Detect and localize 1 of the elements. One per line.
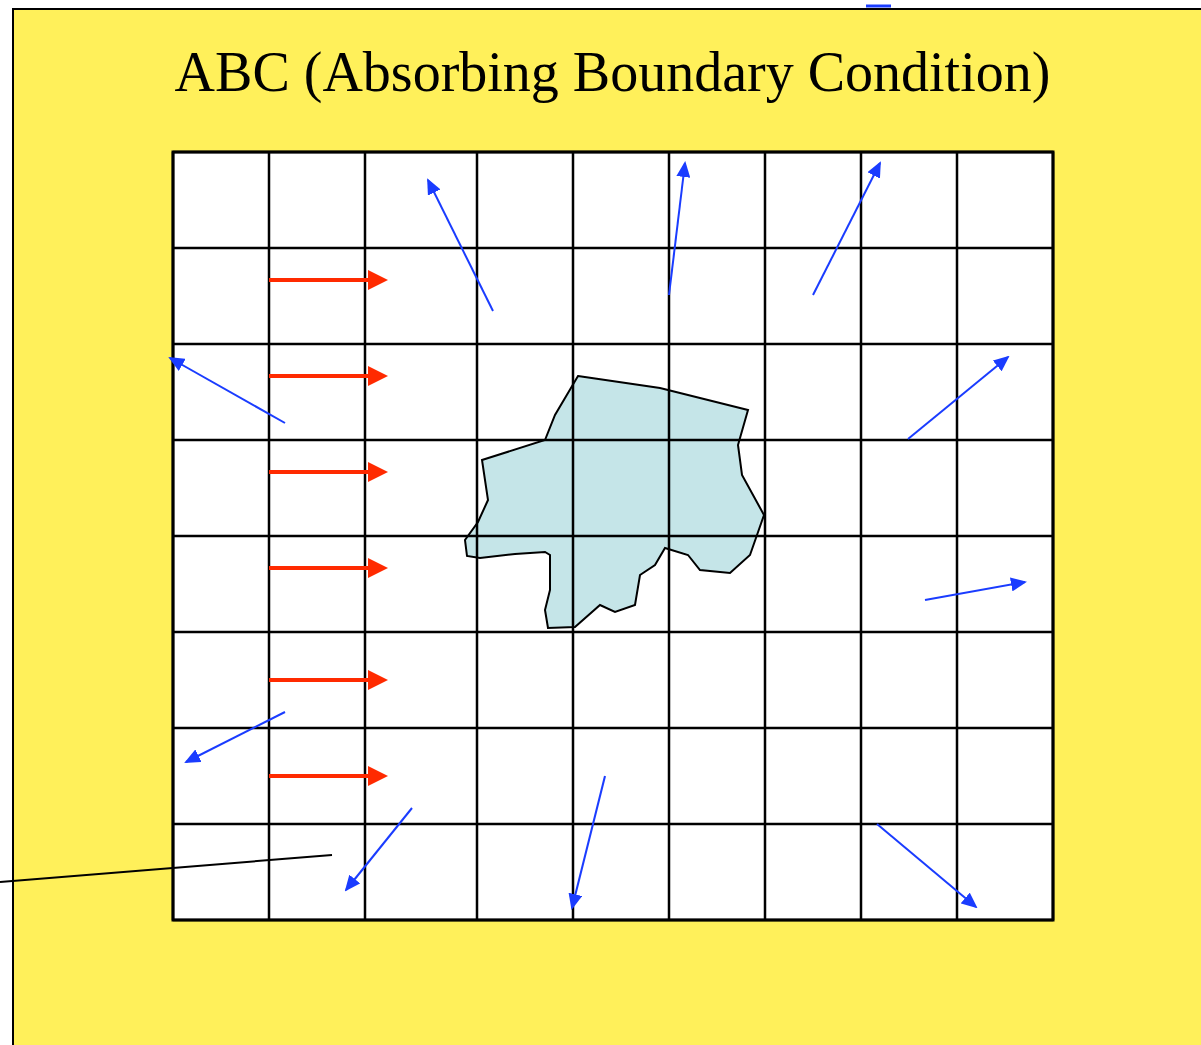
title: ABC (Absorbing Boundary Condition) [173, 40, 1052, 104]
